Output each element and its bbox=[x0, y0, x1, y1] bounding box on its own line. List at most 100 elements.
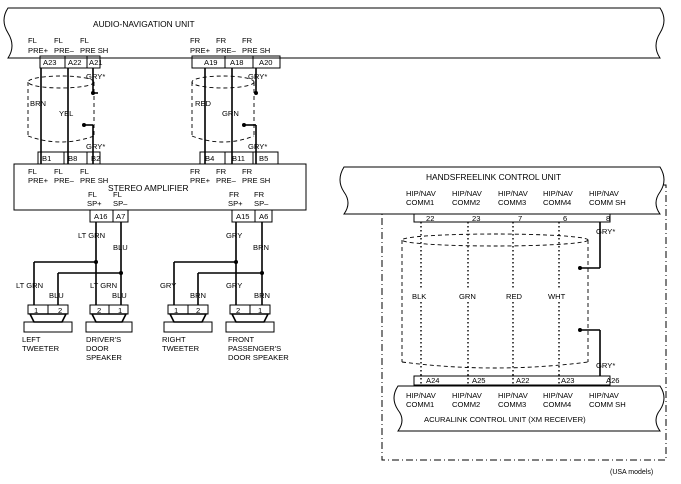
wire-red-right: RED bbox=[195, 99, 212, 108]
hfl-pin-8: 8 bbox=[606, 214, 610, 223]
label-speakers-3-w2: BRN bbox=[254, 291, 270, 300]
label-amplifier-out_pins-0-l1: FL bbox=[88, 190, 97, 199]
label-audio_nav-pins-3-pin: A19 bbox=[204, 58, 218, 67]
label-audio_nav-pins-1-l1: FL bbox=[54, 36, 63, 45]
label-amplifier-in_pins-3-l2: PRE+ bbox=[190, 176, 211, 185]
label-speakers-2-w2: BRN bbox=[190, 291, 206, 300]
amp-pin-a15: A15 bbox=[236, 212, 250, 221]
label-audio_nav-pins-3-l1: FR bbox=[190, 36, 201, 45]
label-audio_nav-pins-5-pin: A20 bbox=[259, 58, 273, 67]
label-amplifier-in_pins-2-l2: PRE SH bbox=[80, 176, 108, 185]
label-audio_nav-pins-0-l1: FL bbox=[28, 36, 37, 45]
label-amplifier-in_pins-0-l1: FL bbox=[28, 167, 37, 176]
gry-shield-right-top: GRY* bbox=[248, 72, 267, 81]
label-amplifier-in_pins-4-l1: FR bbox=[216, 167, 227, 176]
label-amplifier-in_pins-2-l1: FL bbox=[80, 167, 89, 176]
label-audio_nav-pins-2-l2: PRE SH bbox=[80, 46, 108, 55]
label-audio_nav-pins-5-l2: PRE SH bbox=[242, 46, 270, 55]
label-acuralink-pins-3-l1: HIP/NAV bbox=[543, 391, 574, 400]
label-hfl-pins-4-l1: HIP/NAV bbox=[589, 189, 620, 198]
label-speakers-0-p1: 1 bbox=[34, 306, 38, 315]
label-amplifier-in_pins-1-l1: FL bbox=[54, 167, 63, 176]
label-amplifier-out_pins-3-l2: SP– bbox=[254, 199, 269, 208]
label-hfl-pins-1-l1: HIP/NAV bbox=[452, 189, 483, 198]
amp-pin-b1: B1 bbox=[42, 154, 51, 163]
label: TWEETER bbox=[22, 344, 60, 353]
amp-pin-b4: B4 bbox=[205, 154, 214, 163]
label-acuralink-pins-4-l1: HIP/NAV bbox=[589, 391, 620, 400]
label-amplifier-out_pins-2-l2: SP+ bbox=[228, 199, 243, 208]
left-pre-wires: BRN YEL GRY* GRY* bbox=[27, 68, 105, 164]
label-audio_nav-pins-4-l2: PRE– bbox=[216, 46, 237, 55]
hfl-section: HANDSFREELINK CONTROL UNIT HIP/NAV COMM1… bbox=[339, 166, 667, 461]
label-hfl-pins-3-l1: HIP/NAV bbox=[543, 189, 574, 198]
label-amplifier-in_pins-4-l2: PRE– bbox=[216, 176, 237, 185]
label-amplifier-out_pins-1-l1: FL bbox=[113, 190, 122, 199]
speaker-front-passenger-door: GRY BRN 2 1 FRONT PASSENGER'S DOOR SPEAK… bbox=[225, 281, 289, 362]
label-speakers-1-p2: 1 bbox=[118, 306, 122, 315]
label-acuralink-pins-0-l2: COMM1 bbox=[406, 400, 434, 409]
wire-grn: GRN bbox=[459, 292, 476, 301]
speaker-right-tweeter-label: RIGHT bbox=[162, 335, 186, 344]
label-hfl-pins-2-l2: COMM3 bbox=[498, 198, 526, 207]
hfl-pin-6: 6 bbox=[563, 214, 567, 223]
acura-pin-a26: A26 bbox=[606, 376, 620, 385]
label-hfl-pins-0-l1: HIP/NAV bbox=[406, 189, 437, 198]
label-audio_nav-pins-3-l2: PRE+ bbox=[190, 46, 211, 55]
wire-blu-main: BLU bbox=[113, 243, 128, 252]
amp-pin-b8: B8 bbox=[68, 154, 77, 163]
label-amplifier-in_pins-5-l2: PRE SH bbox=[242, 176, 270, 185]
amp-pin-a7: A7 bbox=[116, 212, 125, 221]
label-speakers-1-w1: LT GRN bbox=[90, 281, 117, 290]
hfl-pin-7: 7 bbox=[518, 214, 522, 223]
label-audio_nav-pins-1-l2: PRE– bbox=[54, 46, 75, 55]
amp-pin-a6: A6 bbox=[259, 212, 268, 221]
wire-grn-right: GRN bbox=[222, 109, 239, 118]
label-audio_nav-pins-2-pin: A21 bbox=[89, 58, 103, 67]
gry-shield-right-bottom: GRY* bbox=[248, 142, 267, 151]
label: PASSENGER'S bbox=[228, 344, 281, 353]
amp-pin-b5: B5 bbox=[259, 154, 268, 163]
speaker-drivers-door: LT GRN BLU 2 1 DRIVER'S DOOR SPEAKER bbox=[85, 281, 133, 362]
speaker-left-tweeter-label: LEFT bbox=[22, 335, 41, 344]
acura-pin-a25: A25 bbox=[472, 376, 486, 385]
label-acuralink-pins-2-l1: HIP/NAV bbox=[498, 391, 529, 400]
label-amplifier-out_pins-2-l1: FR bbox=[229, 190, 240, 199]
label-amplifier-in_pins-1-l2: PRE– bbox=[54, 176, 75, 185]
audio-nav-pin-fl-pre-sh: FL PRE SH A21 bbox=[80, 36, 108, 67]
label-speakers-2-p1: 1 bbox=[174, 306, 178, 315]
label-acuralink-pins-4-l2: COMM SH bbox=[589, 400, 626, 409]
speaker-front-passenger-label: FRONT bbox=[228, 335, 255, 344]
acura-pin-a23: A23 bbox=[561, 376, 575, 385]
hfl-pin-23: 23 bbox=[472, 214, 480, 223]
label-audio_nav-pins-1-pin: A22 bbox=[68, 58, 82, 67]
label-amplifier-out_pins-1-l2: SP– bbox=[113, 199, 128, 208]
left-speaker-wiring: LT GRN BLU bbox=[33, 222, 128, 305]
label-hfl-pins-0-l2: COMM1 bbox=[406, 198, 434, 207]
label-speakers-2-w1: GRY bbox=[160, 281, 176, 290]
label-speakers-0-w1: LT GRN bbox=[16, 281, 43, 290]
wire-blk: BLK bbox=[412, 292, 426, 301]
wire-brn-main: BRN bbox=[253, 243, 269, 252]
audio-navigation-unit: AUDIO-NAVIGATION UNIT FL PRE+ A23 FL PRE… bbox=[3, 7, 665, 69]
footnote: (USA models) bbox=[610, 469, 653, 476]
audio-nav-title: AUDIO-NAVIGATION UNIT bbox=[93, 19, 195, 29]
label-amplifier-in_pins-3-l1: FR bbox=[190, 167, 201, 176]
speaker-drivers-door-label: DRIVER'S bbox=[86, 335, 121, 344]
label-audio_nav-pins-0-l2: PRE+ bbox=[28, 46, 49, 55]
speaker-right-tweeter: GRY BRN 1 2 RIGHT TWEETER bbox=[160, 281, 213, 353]
stereo-amplifier: B1 B8 B2 B4 B11 B5 FL PRE+ FL PRE– FL PR… bbox=[13, 151, 307, 223]
hfl-pin-22: 22 bbox=[426, 214, 434, 223]
speaker-left-tweeter: LT GRN BLU 1 2 LEFT TWEETER bbox=[16, 281, 73, 353]
wire-yel-left: YEL bbox=[59, 109, 73, 118]
label-amplifier-out_pins-3-l1: FR bbox=[254, 190, 265, 199]
label-hfl-pins-2-l1: HIP/NAV bbox=[498, 189, 529, 198]
label: TWEETER bbox=[162, 344, 200, 353]
label: SPEAKER bbox=[86, 353, 122, 362]
label-amplifier-out_pins-0-l2: SP+ bbox=[87, 199, 102, 208]
label-speakers-2-p2: 2 bbox=[196, 306, 200, 315]
wire-brn-left: BRN bbox=[30, 99, 46, 108]
amp-pin-b2: B2 bbox=[91, 154, 100, 163]
label-acuralink-pins-0-l1: HIP/NAV bbox=[406, 391, 437, 400]
